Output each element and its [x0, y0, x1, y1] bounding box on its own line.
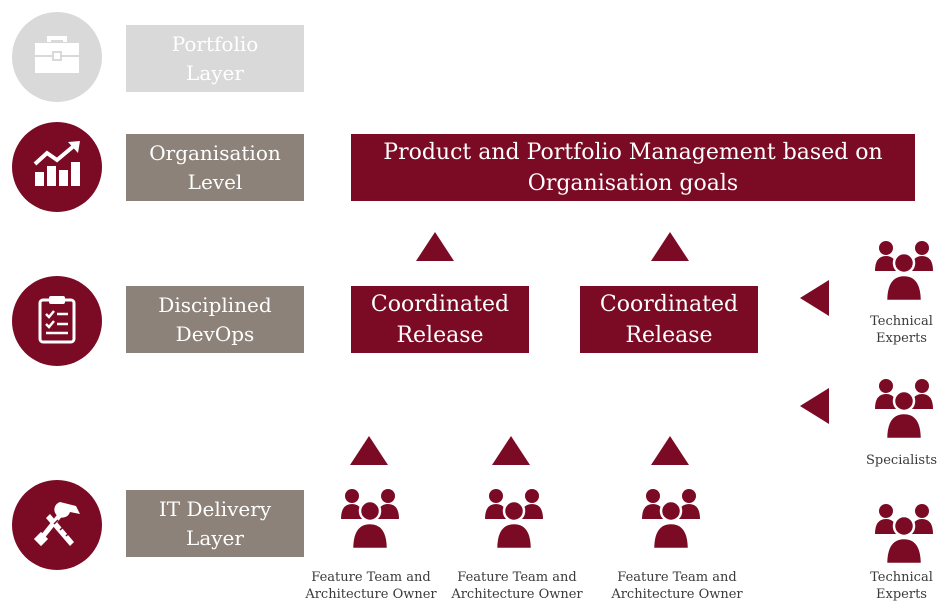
portfolio-management-box: Product and Portfolio Management based o… [351, 134, 915, 201]
portfolio-layer-label: Portfolio Layer [126, 25, 304, 92]
up-arrow-icon [350, 436, 388, 465]
side-caption: Technical Experts [870, 570, 933, 602]
portfolio-layer-icon-circle [12, 12, 102, 102]
side-caption: Technical Experts [870, 314, 933, 346]
organisation-level-icon-circle [12, 122, 102, 212]
team-people-icon [339, 485, 401, 551]
tools-icon [30, 496, 84, 554]
organisation-level-label: Organisation Level [126, 134, 304, 201]
coordinated-release-box: Coordinated Release [580, 286, 758, 353]
team-caption: Feature Team and Architecture Owner [451, 570, 583, 602]
team-people-icon [483, 485, 545, 551]
coordinated-release-box: Coordinated Release [351, 286, 529, 353]
side-people-icon [873, 375, 935, 441]
up-arrow-icon [492, 436, 530, 465]
it-delivery-icon-circle [12, 480, 102, 570]
disciplined-devops-label: Disciplined DevOps [126, 286, 304, 353]
team-caption: Feature Team and Architecture Owner [611, 570, 743, 602]
team-people-icon [640, 485, 702, 551]
left-arrow-icon [800, 280, 829, 316]
side-people-icon [873, 500, 935, 566]
up-arrow-icon [651, 436, 689, 465]
left-arrow-icon [800, 388, 829, 424]
it-delivery-layer-label: IT Delivery Layer [126, 490, 304, 557]
disciplined-devops-icon-circle [12, 276, 102, 366]
up-arrow-icon [651, 232, 689, 261]
bar-chart-growth-icon [30, 138, 84, 196]
up-arrow-icon [416, 232, 454, 261]
side-people-icon [873, 237, 935, 303]
clipboard-checklist-icon [30, 292, 84, 350]
team-caption: Feature Team and Architecture Owner [305, 570, 437, 602]
briefcase-icon [30, 28, 84, 86]
side-caption: Specialists [866, 453, 937, 468]
